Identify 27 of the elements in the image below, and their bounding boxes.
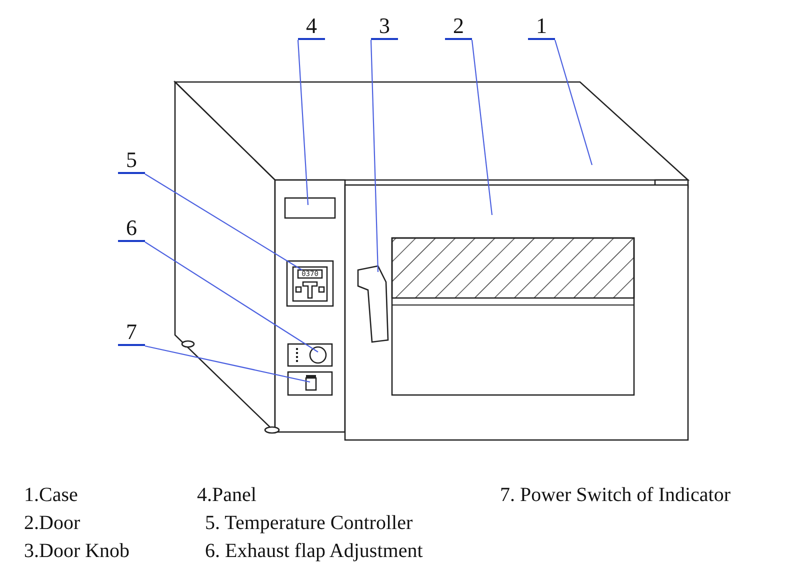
callout-number: 3 <box>371 14 398 40</box>
leader-line <box>144 174 302 270</box>
display-window <box>284 197 336 219</box>
callout-number: 4 <box>298 14 325 40</box>
legend-text: 4.Panel <box>197 484 256 506</box>
legend-text: 1.Case <box>24 484 78 506</box>
leader-line <box>471 40 493 216</box>
leader-line <box>144 242 318 352</box>
oven-door-drawing <box>344 184 689 441</box>
legend-text: 3.Door Knob <box>24 540 130 562</box>
callout-number: 5 <box>118 148 145 174</box>
leader-line <box>554 40 593 166</box>
callout-number: 1 <box>528 14 555 40</box>
exhaust-knob-drawing <box>287 343 333 367</box>
callout-number: 7 <box>118 320 145 346</box>
leader-line <box>370 40 379 272</box>
temperature-controller-drawing <box>286 260 334 307</box>
legend-text: 6. Exhaust flap Adjustment <box>205 540 423 562</box>
legend-text: 2.Door <box>24 512 80 534</box>
leader-line <box>144 345 310 383</box>
legend-text: 5. Temperature Controller <box>205 512 413 534</box>
leader-line <box>297 40 309 206</box>
callout-number: 6 <box>118 216 145 242</box>
door-handle-drawing <box>357 265 389 343</box>
legend-text: 7. Power Switch of Indicator <box>500 484 731 506</box>
callout-number: 2 <box>445 14 472 40</box>
power-switch-drawing <box>287 371 333 396</box>
